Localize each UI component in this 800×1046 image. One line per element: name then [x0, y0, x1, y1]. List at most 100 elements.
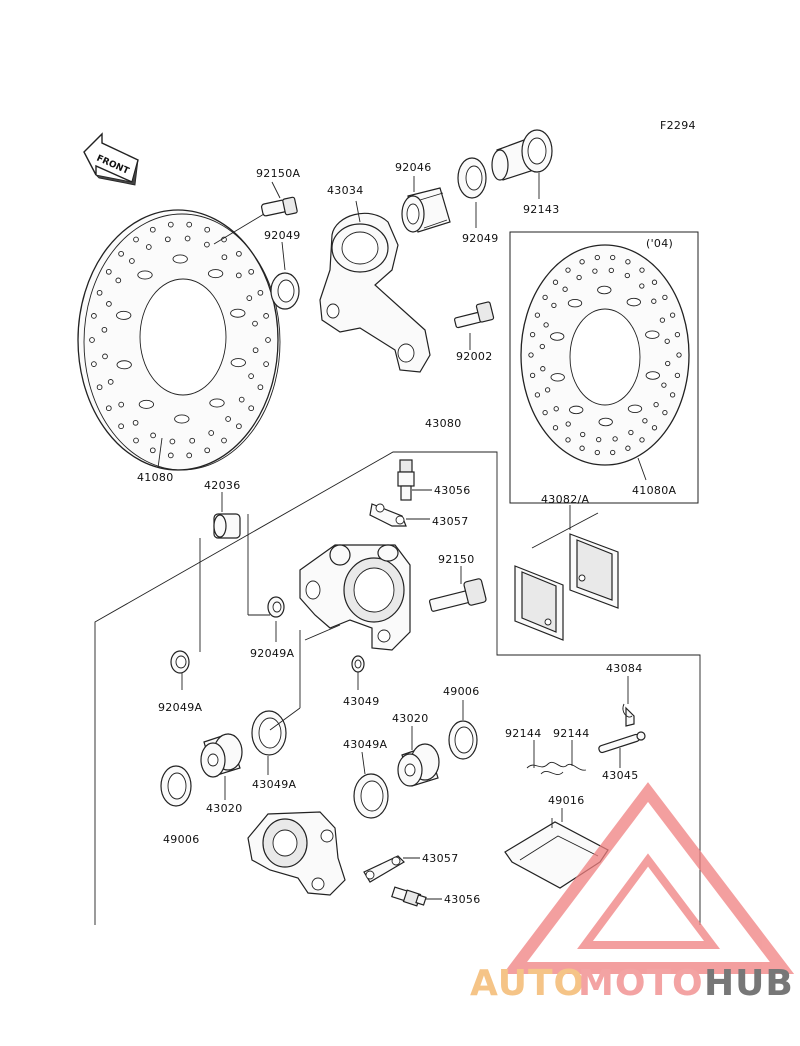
bleeder-cap-bottom — [363, 855, 405, 883]
disc-hole — [598, 417, 613, 427]
disc-hole — [628, 429, 634, 436]
disc-hole — [167, 221, 174, 228]
caliper-body-lower — [247, 811, 346, 896]
disc-hole — [89, 337, 95, 343]
watermark: AUTO MOTO HUB — [470, 782, 795, 1004]
bolt-92150A — [260, 196, 298, 217]
label-92144-b: 92144 — [553, 727, 590, 740]
label-92049-top: 92049 — [462, 232, 499, 245]
disc-hole — [207, 269, 224, 279]
label-92049A-mid: 92049A — [250, 647, 294, 660]
disc-hole — [626, 297, 641, 307]
watermark-text-moto: MOTO — [578, 963, 704, 1004]
bolt-92150 — [428, 578, 487, 612]
disc-hole — [91, 313, 97, 319]
disc-hole — [662, 409, 668, 416]
disc-hole — [534, 312, 541, 318]
label-43056-top: 43056 — [434, 484, 471, 497]
label-41080: 41080 — [137, 471, 174, 484]
disc-hole — [674, 372, 681, 379]
brake-pad-b — [569, 533, 619, 609]
disc-hole — [651, 425, 658, 431]
disc-hole — [248, 373, 254, 379]
disc-hole — [252, 320, 258, 327]
disc-hole — [528, 352, 534, 358]
label-92046: 92046 — [395, 161, 432, 174]
disc-hole — [529, 372, 536, 379]
disc-hole — [221, 254, 228, 261]
disc-hole — [542, 294, 548, 301]
disc-hole — [265, 337, 271, 343]
label-92002: 92002 — [456, 350, 493, 363]
sleeve-92143 — [491, 129, 553, 181]
disc-hole — [263, 361, 269, 367]
disc-hole — [118, 401, 125, 408]
disc-hole — [569, 405, 584, 415]
disc-hole — [257, 384, 264, 391]
pad-spring-49016 — [504, 818, 609, 889]
brake-disc-alt — [520, 244, 690, 466]
disc-hole — [145, 244, 152, 250]
bolt-92002 — [454, 301, 495, 329]
disc-hole — [189, 437, 196, 444]
disc-hole — [230, 358, 246, 368]
disc-hole — [105, 268, 112, 275]
pin-43045 — [598, 731, 646, 754]
disc-hole — [594, 254, 600, 261]
disc-hole — [96, 384, 103, 391]
piston-43020-left — [200, 733, 243, 778]
label-92144-a: 92144 — [505, 727, 542, 740]
disc-hole — [209, 398, 225, 408]
label-43045: 43045 — [602, 769, 639, 782]
disc-hole — [576, 274, 582, 281]
disc-hole — [624, 272, 630, 279]
label-43084: 43084 — [606, 662, 643, 675]
disc-hole — [133, 437, 139, 444]
disc-hole — [116, 310, 132, 320]
disc-hole — [107, 379, 114, 385]
disc-hole — [539, 343, 545, 350]
disc-hole — [676, 352, 682, 358]
disc-hole — [610, 449, 616, 456]
bushing-42036 — [213, 513, 241, 539]
washer-92049 — [270, 272, 300, 310]
disc-hole — [149, 447, 156, 454]
brake-disc — [77, 209, 281, 471]
disc-hole — [642, 418, 648, 424]
figure-code: F2294 — [660, 119, 696, 132]
disc-hole — [625, 259, 631, 265]
caliper-assembly-frame — [94, 451, 701, 925]
disc-hole — [230, 308, 246, 318]
disc-hole — [612, 436, 618, 442]
disc-hole — [543, 322, 549, 328]
disc-hole — [204, 447, 211, 454]
disc-hole — [133, 236, 139, 243]
disc-hole — [101, 326, 108, 333]
disc-hole — [594, 449, 600, 456]
disc-hole — [551, 302, 557, 309]
disc-hole — [540, 366, 546, 372]
disc-hole — [674, 331, 681, 338]
disc-hole — [664, 338, 670, 344]
label-92049A-left: 92049A — [158, 701, 202, 714]
disc-hole — [129, 258, 135, 264]
disc-hole — [169, 438, 176, 445]
disc-hole — [118, 423, 124, 430]
seal-92049 — [457, 157, 487, 199]
label-43057-bottom: 43057 — [422, 852, 459, 865]
disc-hole — [550, 332, 565, 341]
disc-hole — [662, 294, 668, 301]
bleeder-valve-top — [397, 459, 415, 501]
disc-hole — [208, 430, 215, 436]
label-92150A: 92150A — [256, 167, 300, 180]
label-49006-left: 49006 — [163, 833, 200, 846]
disc-hole — [553, 406, 559, 412]
washer-92049A-left — [170, 650, 190, 674]
label-43080: 43080 — [425, 417, 462, 430]
disc-hole — [257, 289, 264, 296]
label-42036: 42036 — [204, 479, 241, 492]
bearing-92046 — [401, 187, 451, 233]
disc-hole — [263, 313, 269, 319]
disc-hole — [669, 312, 676, 318]
disc-hole — [639, 283, 645, 289]
